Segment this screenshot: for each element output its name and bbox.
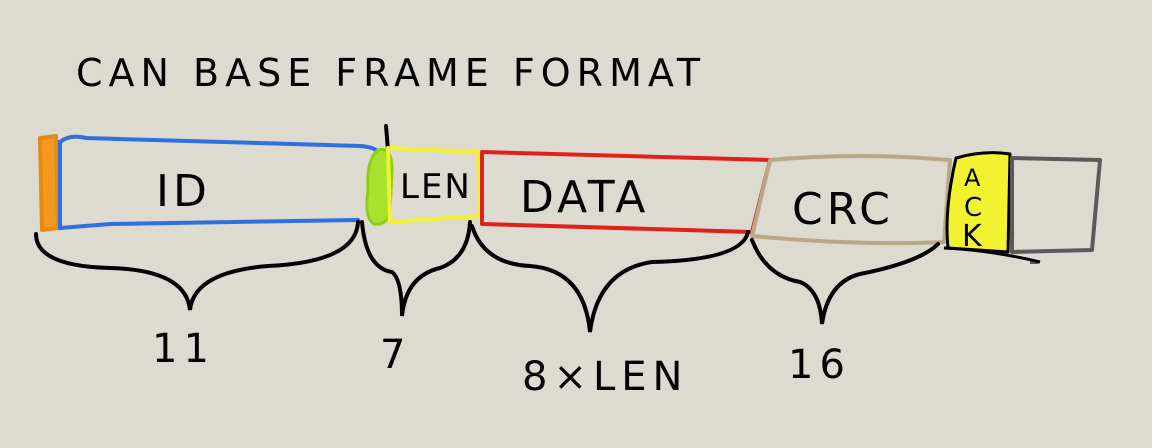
rtr-tick bbox=[384, 124, 390, 152]
ack-letter-a: A bbox=[964, 164, 981, 192]
data-label: DATA bbox=[520, 172, 649, 223]
ack-letter-k: K bbox=[962, 219, 983, 254]
id-brace bbox=[34, 220, 360, 311]
len-label: LEN bbox=[400, 167, 472, 207]
sof-segment bbox=[38, 134, 60, 232]
id-segment bbox=[58, 134, 378, 230]
id-bit-count: 11 bbox=[152, 326, 215, 372]
ack-letter-c: C bbox=[964, 193, 982, 223]
len-brace bbox=[360, 220, 472, 317]
crc-bit-count: 16 bbox=[788, 342, 851, 388]
rtr-segment bbox=[365, 147, 394, 226]
id-label: ID bbox=[156, 166, 211, 217]
crc-segment bbox=[750, 154, 952, 246]
eof-underline bbox=[943, 246, 1041, 264]
crc-label: CRC bbox=[792, 184, 894, 235]
data-bit-count: 8×LEN bbox=[522, 354, 688, 400]
crc-brace bbox=[750, 238, 940, 325]
len-bit-count: 7 bbox=[380, 332, 411, 378]
data-brace bbox=[470, 224, 750, 333]
diagram-title: CAN BASE FRAME FORMAT bbox=[76, 51, 706, 95]
eof-segment bbox=[1010, 156, 1102, 264]
